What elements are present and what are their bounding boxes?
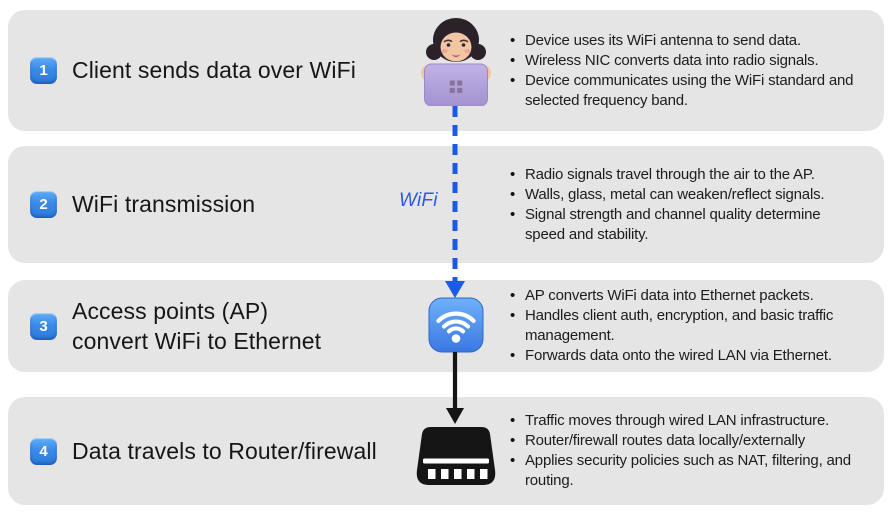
- step-3-number-badge: 3: [30, 312, 57, 340]
- step-3-bullets: AP converts WiFi data into Ethernet pack…: [508, 286, 864, 366]
- bullet-item: Router/firewall routes data locally/exte…: [508, 431, 864, 451]
- bullet-item: AP converts WiFi data into Ethernet pack…: [508, 286, 864, 306]
- step-4-title: Data travels to Router/firewall: [72, 437, 377, 464]
- step-1-title: Client sends data over WiFi: [72, 57, 356, 84]
- bullet-item: Device communicates using the WiFi stand…: [508, 71, 864, 111]
- step-4-bullets: Traffic moves through wired LAN infrastr…: [508, 411, 864, 491]
- step-2-title: WiFi transmission: [72, 191, 256, 218]
- step-row-4: 4 Data travels to Router/firewall Traffi…: [8, 397, 884, 505]
- step-1-number-badge: 1: [30, 57, 57, 84]
- step-4-number-badge: 4: [30, 437, 57, 465]
- bullet-item: Walls, glass, metal can weaken/reflect s…: [508, 185, 864, 205]
- bullet-item: Wireless NIC converts data into radio si…: [508, 51, 864, 71]
- step-number: 3: [39, 317, 48, 335]
- step-row-3: 3 Access points (AP) convert WiFi to Eth…: [8, 280, 884, 372]
- step-2-bullets: Radio signals travel through the air to …: [508, 165, 864, 245]
- bullet-item: Applies security policies such as NAT, f…: [508, 451, 864, 491]
- step-number: 2: [39, 196, 48, 213]
- step-number: 1: [39, 62, 48, 79]
- step-1-bullets: Device uses its WiFi antenna to send dat…: [508, 31, 864, 111]
- step-3-title: Access points (AP) convert WiFi to Ether…: [72, 297, 322, 354]
- bullet-item: Handles client auth, encryption, and bas…: [508, 306, 864, 346]
- step-number: 4: [39, 442, 48, 460]
- bullet-item: Forwards data onto the wired LAN via Eth…: [508, 346, 864, 366]
- bullet-item: Signal strength and channel quality dete…: [508, 205, 864, 245]
- step-row-1: 1 Client sends data over WiFi Device use…: [8, 10, 884, 131]
- step-2-number-badge: 2: [30, 191, 57, 218]
- bullet-item: Traffic moves through wired LAN infrastr…: [508, 411, 864, 431]
- bullet-item: Device uses its WiFi antenna to send dat…: [508, 31, 864, 51]
- bullet-item: Radio signals travel through the air to …: [508, 165, 864, 185]
- step-row-2: 2 WiFi transmission Radio signals travel…: [8, 146, 884, 263]
